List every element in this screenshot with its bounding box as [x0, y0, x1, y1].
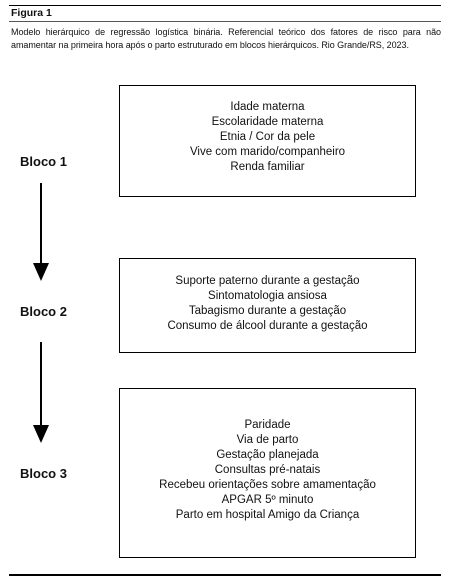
block-3-box: Paridade Via de parto Gestação planejada… — [119, 388, 416, 558]
factor-item: Recebeu orientações sobre amamentação — [159, 479, 376, 491]
factor-item: Via de parto — [236, 434, 299, 446]
arrow-block-2-to-3 — [30, 342, 52, 443]
factor-item: Suporte paterno durante a gestação — [175, 275, 360, 287]
figure-label: Figura 1 — [11, 7, 52, 19]
factor-item: Paridade — [244, 419, 291, 431]
caption-rule — [9, 21, 441, 22]
factor-item: Consultas pré-natais — [214, 464, 321, 476]
arrow-block-1-to-2 — [30, 183, 52, 281]
factor-item: Gestação planejada — [216, 449, 319, 461]
block-2-label: Bloco 2 — [20, 304, 67, 319]
factor-item: Parto em hospital Amigo da Criança — [175, 509, 360, 521]
factor-item: Vive com marido/companheiro — [189, 146, 346, 158]
factor-item: Escolaridade materna — [211, 116, 324, 128]
bottom-rule — [9, 574, 441, 576]
block-2-box: Suporte paterno durante a gestação Sinto… — [119, 258, 416, 353]
block-3-label: Bloco 3 — [20, 466, 67, 481]
block-1-factor-list: Idade materna Escolaridade materna Etnia… — [120, 100, 415, 175]
block-1-label: Bloco 1 — [20, 154, 67, 169]
block-1-box: Idade materna Escolaridade materna Etnia… — [119, 85, 416, 197]
factor-item: APGAR 5º minuto — [221, 494, 314, 506]
factor-item: Idade materna — [230, 101, 305, 113]
top-rule — [9, 5, 441, 6]
factor-item: Tabagismo durante a gestação — [188, 305, 347, 317]
factor-item: Sintomatologia ansiosa — [208, 290, 327, 302]
block-3-factor-list: Paridade Via de parto Gestação planejada… — [120, 418, 415, 523]
block-2-factor-list: Suporte paterno durante a gestação Sinto… — [120, 274, 415, 334]
factor-item: Consumo de álcool durante a gestação — [167, 320, 368, 332]
figure-caption: Modelo hierárquico de regressão logístic… — [11, 27, 441, 50]
factor-item: Renda familiar — [230, 161, 305, 173]
factor-item: Etnia / Cor da pele — [219, 131, 316, 143]
